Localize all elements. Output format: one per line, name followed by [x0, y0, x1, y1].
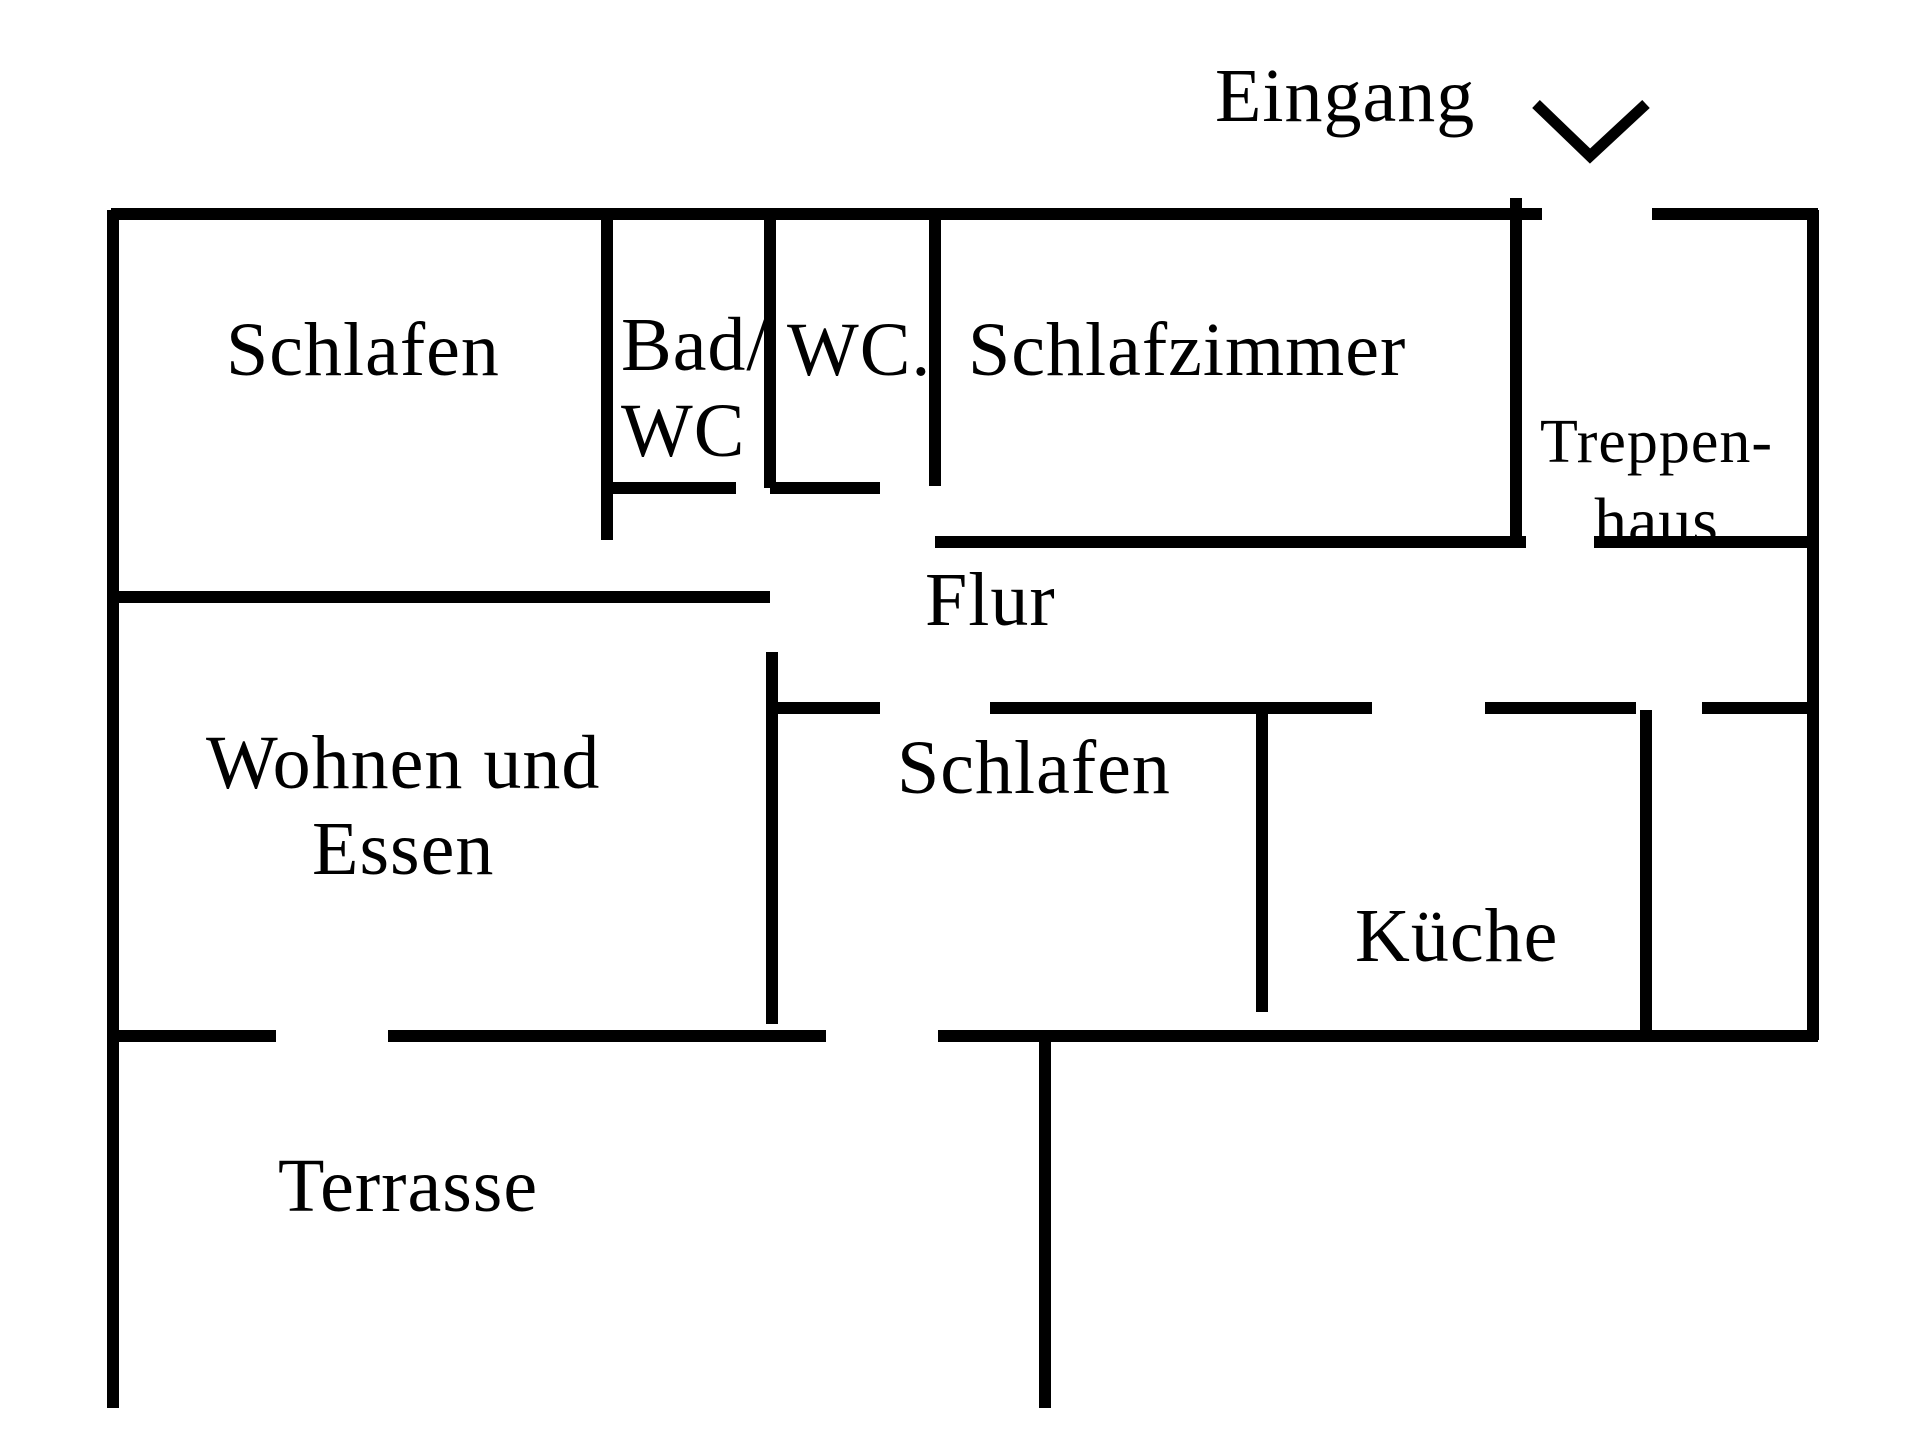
room-label-terrasse: Terrasse [278, 1144, 539, 1228]
room-label-wc: WC. [787, 308, 932, 392]
room-label-bad-wc: Bad/ WC [621, 302, 769, 474]
room-label-treppenhaus-line1: Treppen- [1540, 408, 1774, 476]
room-label-schlafzimmer: Schlafzimmer [968, 308, 1407, 392]
room-label-treppenhaus-line2: haus [1594, 485, 1719, 558]
entrance-chevron-icon [1532, 99, 1650, 164]
room-label-bad-line2: WC [621, 389, 746, 473]
room-label-wohnen-essen: Wohnen und Essen [206, 720, 600, 892]
room-label-flur: Flur [925, 558, 1056, 642]
room-label-bad-line1: Bad/ [621, 303, 769, 387]
room-label-wohnen-line1: Wohnen und [206, 721, 601, 805]
room-label-schlafen-top: Schlafen [226, 308, 500, 392]
room-label-schlafen-bottom: Schlafen [897, 726, 1171, 810]
room-label-wohnen-line2: Essen [312, 807, 495, 891]
room-label-treppenhaus: Treppen- haus [1540, 402, 1773, 562]
room-label-kueche: Küche [1355, 894, 1559, 978]
entrance-label: Eingang [1215, 54, 1476, 138]
